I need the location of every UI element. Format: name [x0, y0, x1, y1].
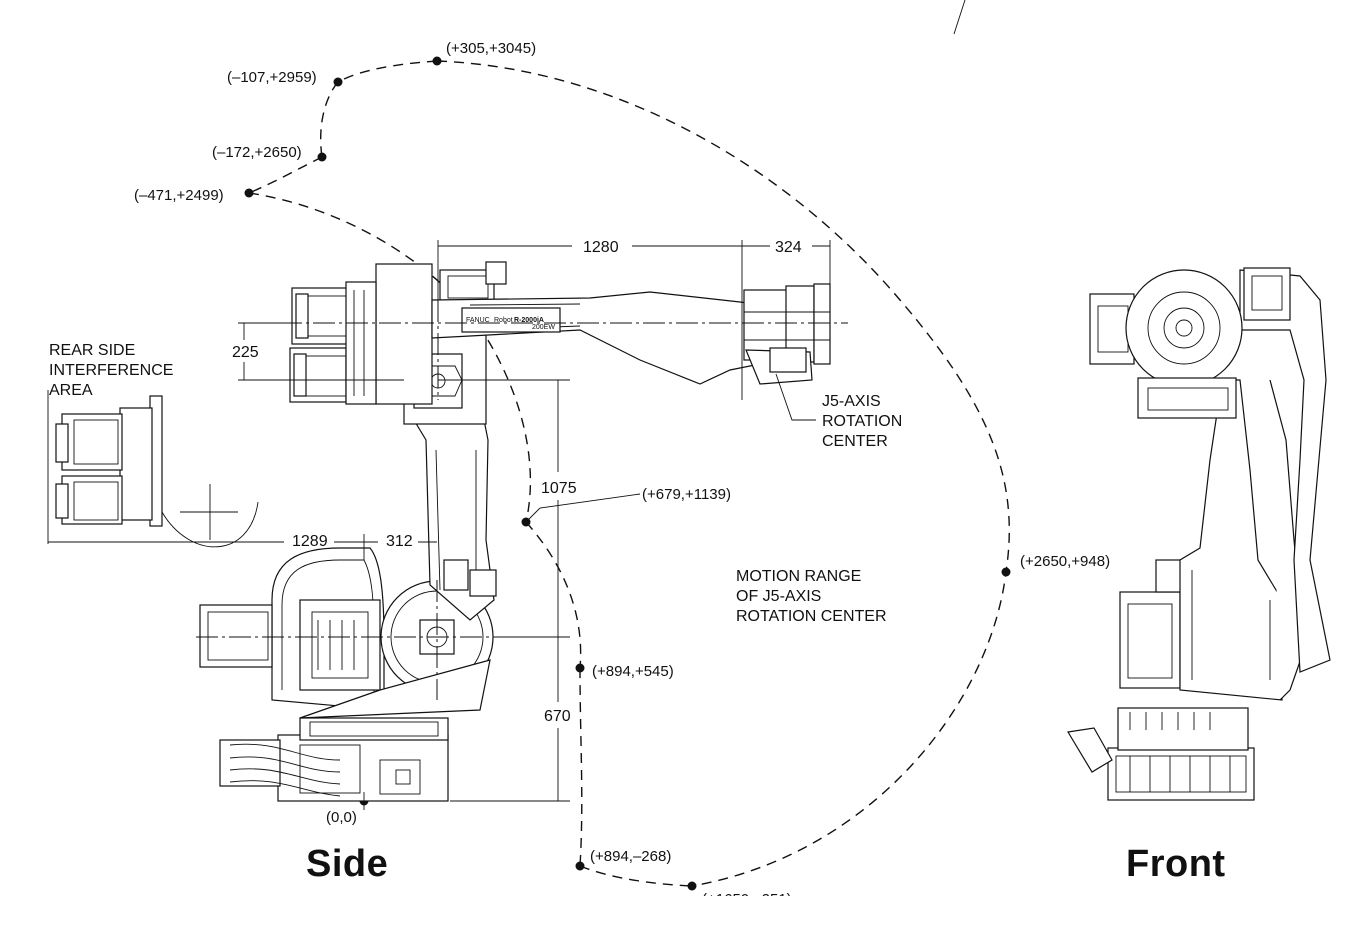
j5-center-note-line-2: ROTATION [822, 413, 902, 430]
point-marker-p6 [1001, 567, 1011, 577]
brand-robot-label: Robot [494, 317, 513, 324]
motion-range-note-line-2: OF J5-AXIS [736, 588, 821, 605]
point-label-p1: (+305,+3045) [446, 40, 536, 57]
dimension-upper-height: 1075 [541, 480, 577, 497]
point-label-p2: (–107,+2959) [227, 69, 317, 86]
point-label-p3: (–172,+2650) [212, 144, 302, 161]
j5-center-note-line-3: CENTER [822, 433, 888, 450]
rear-side-note-line-3: AREA [49, 382, 93, 399]
motion-range-note-line-1: MOTION RANGE [736, 568, 861, 585]
point-label-p8: (+894,–268) [590, 848, 671, 865]
dimension-wrist-offset: 324 [775, 239, 802, 256]
dimension-arm-length: 1280 [583, 239, 619, 256]
point-marker-p7 [575, 663, 585, 673]
brand-maker-label: FANUC [466, 317, 490, 324]
front-view-title: Front [1126, 843, 1226, 885]
motion-range-note-line-3: ROTATION CENTER [736, 608, 887, 625]
side-dimensions: 1280 324 225 1289 312 1075 670 [48, 239, 831, 810]
brand-model-label: R-2000iA [514, 317, 544, 324]
point-marker-p4 [244, 188, 254, 198]
origin-label: (0,0) [326, 809, 357, 826]
point-label-p6: (+2650,+948) [1020, 553, 1110, 570]
brand-variant-label: 200EW [532, 324, 555, 331]
dimension-base-offset: 312 [386, 533, 413, 550]
j5-center-note-line-1: J5-AXIS [822, 393, 881, 410]
point-marker-p2 [333, 77, 343, 87]
side-view-title: Side [306, 843, 388, 885]
annotation-notes: REAR SIDE INTERFERENCE AREA J5-AXIS ROTA… [49, 342, 902, 625]
rear-side-note-line-1: REAR SIDE [49, 342, 135, 359]
point-label-p4: (–471,+2499) [134, 187, 224, 204]
dimension-rear-reach: 1289 [292, 533, 328, 550]
point-marker-p9 [687, 881, 697, 891]
side-view-robot: FANUC Robot R-2000iA 200EW [196, 261, 848, 802]
point-marker-p1 [432, 56, 442, 66]
dimension-lower-height: 670 [544, 708, 571, 725]
point-label-p7: (+894,+545) [592, 663, 674, 680]
point-label-p5: (+679,+1139) [642, 486, 731, 503]
rear-side-note-line-2: INTERFERENCE [49, 362, 173, 379]
front-view-robot [1067, 267, 1331, 801]
rear-side-interference-view [47, 390, 259, 548]
point-marker-p3 [317, 152, 327, 162]
dimension-motor-offset: 225 [232, 344, 259, 361]
bottom-crop-mask [600, 896, 900, 944]
point-marker-p8 [575, 861, 585, 871]
